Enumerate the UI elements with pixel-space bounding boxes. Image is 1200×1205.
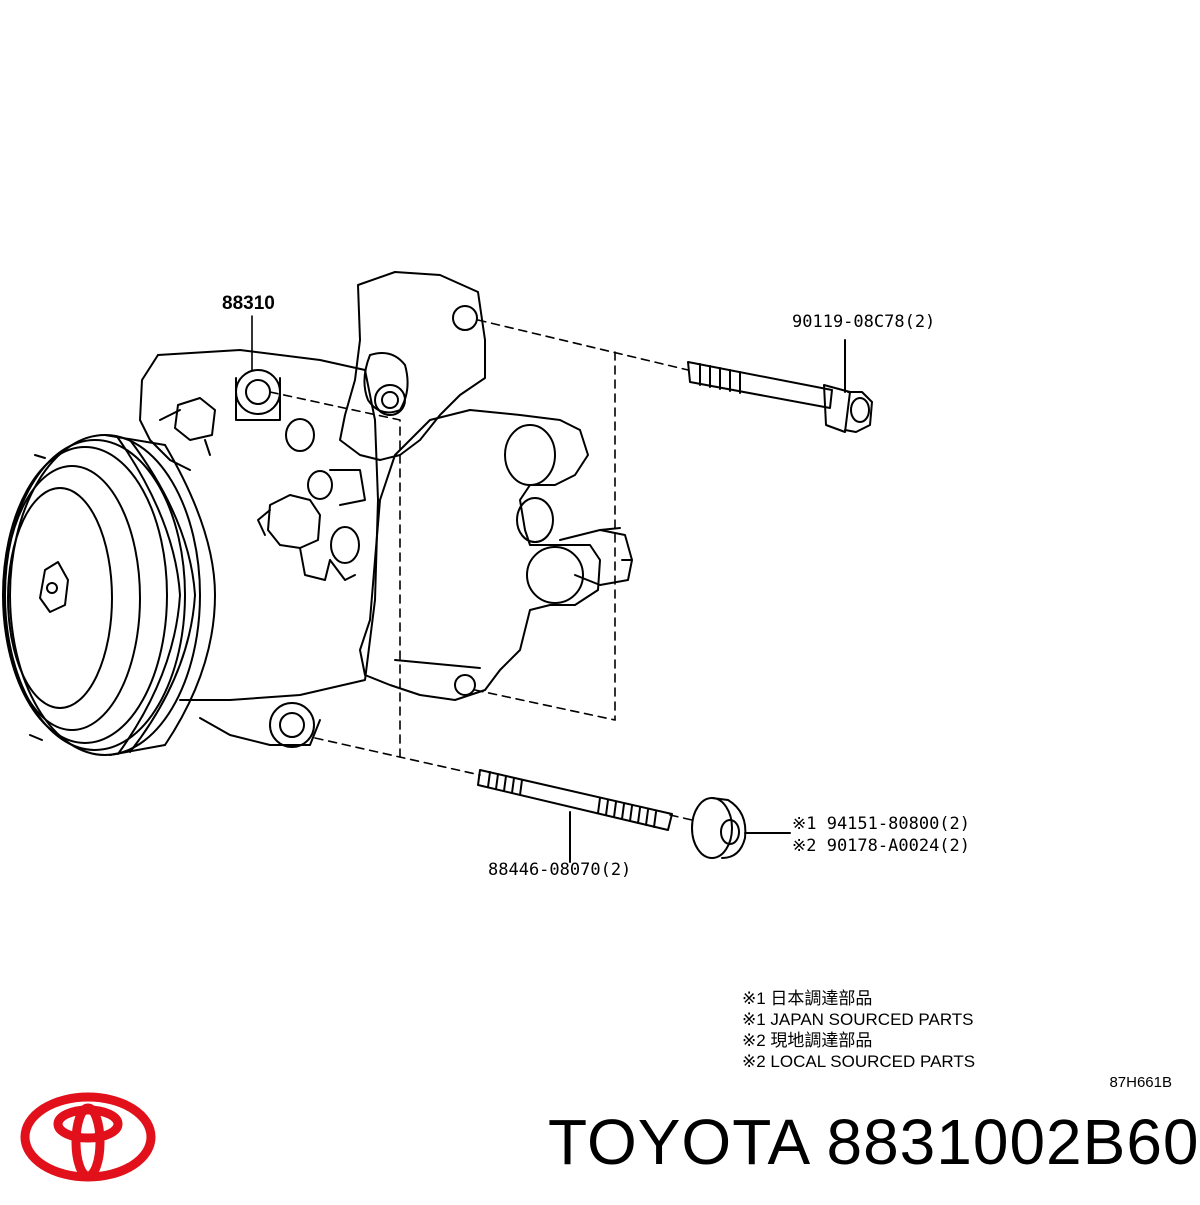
page-title: TOYOTA 8831002B60: [548, 1106, 1200, 1178]
part-label-stud: 88446-08070(2): [488, 860, 632, 880]
note-line: ※1 JAPAN SOURCED PARTS: [742, 1010, 974, 1029]
stud-drawing: [477, 769, 673, 863]
part-label-nut-1: ※1 94151-80800(2): [792, 814, 971, 834]
alignment-lines: [269, 319, 693, 821]
part-label-nut-2: ※2 90178-A0024(2): [792, 836, 971, 856]
note-line: ※1 日本調達部品: [742, 989, 873, 1008]
part-label-compressor: 88310: [222, 293, 275, 314]
pulley-drawing: [2, 434, 216, 756]
part-label-bolt: 90119-08C78(2): [792, 312, 936, 332]
nut-drawing: [691, 797, 791, 859]
note-line: ※2 LOCAL SOURCED PARTS: [742, 1052, 976, 1071]
sourcing-notes: ※1 日本調達部品 ※1 JAPAN SOURCED PARTS ※2 現地調達…: [742, 988, 975, 1072]
note-line: ※2 現地調達部品: [742, 1031, 873, 1050]
bolt-drawing: [687, 339, 873, 433]
compressor-drawing: [2, 271, 633, 756]
toyota-logo-icon: [20, 1092, 156, 1182]
diagram-code: 87H661B: [1109, 1074, 1172, 1091]
